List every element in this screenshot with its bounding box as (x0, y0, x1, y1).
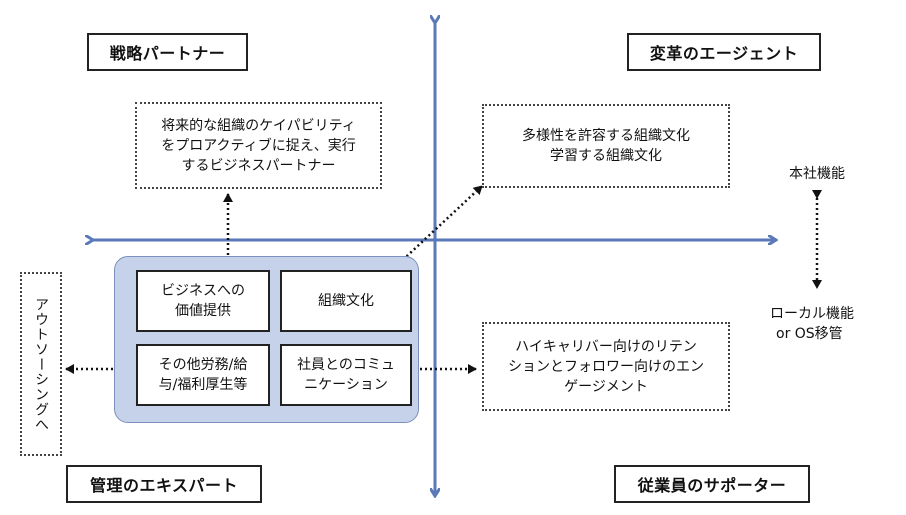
quadrant-label-employee-supporter: 従業員のサポーター (614, 465, 810, 503)
outsourcing-label: アウトソーシングへ (33, 296, 49, 432)
local-text: ローカル機能 (770, 306, 854, 322)
cell-line: 価値提供 (175, 303, 231, 319)
note-line: 将来的な組織のケイパビリティ (161, 117, 356, 134)
cell-business-value: ビジネスへの 価値提供 (136, 270, 270, 332)
cell-communication: 社員とのコミュ ニケーション (280, 344, 412, 406)
note-line: ションとフォロワー向けのエン (508, 358, 704, 375)
note-line: ハイキャリバー向けのリテン (515, 338, 697, 355)
quadrant-label-admin-expert: 管理のエキスパート (66, 465, 262, 503)
cell-line: ニケーション (304, 377, 388, 393)
note-line: をプロアクティブに捉え、実行 (161, 137, 356, 154)
headquarters-text: 本社機能 (789, 166, 845, 182)
note-org-culture: 多様性を許容する組織文化 学習する組織文化 (482, 104, 730, 188)
local-os-text: or OS移管 (776, 326, 843, 342)
note-strategic-partner: 将来的な組織のケイパビリティ をプロアクティブに捉え、実行 するビジネスパートナ… (135, 102, 382, 189)
cell-line: ビジネスへの (161, 283, 245, 299)
note-line: 多様性を許容する組織文化 (522, 128, 690, 144)
quadrant-label-strategic-partner: 戦略パートナー (87, 33, 248, 71)
local-function-label: ローカル機能 or OS移管 (770, 304, 886, 344)
note-retention-engagement: ハイキャリバー向けのリテン ションとフォロワー向けのエン ゲージメント (482, 322, 730, 411)
note-line: するビジネスパートナー (181, 157, 336, 174)
cell-line: 与/福利厚生等 (158, 377, 248, 393)
cell-admin-tasks: その他労務/給 与/福利厚生等 (136, 344, 270, 406)
cell-line: その他労務/給 (158, 357, 248, 373)
cell-line: 社員とのコミュ (297, 357, 395, 373)
outsourcing-box: アウトソーシングへ (20, 272, 62, 456)
quadrant-label-change-agent: 変革のエージェント (627, 33, 821, 71)
note-line: ゲージメント (564, 378, 648, 395)
cell-line: 組織文化 (318, 293, 374, 309)
note-line: 学習する組織文化 (550, 148, 662, 164)
cell-org-culture: 組織文化 (280, 270, 412, 332)
headquarters-function-label: 本社機能 (772, 164, 862, 184)
